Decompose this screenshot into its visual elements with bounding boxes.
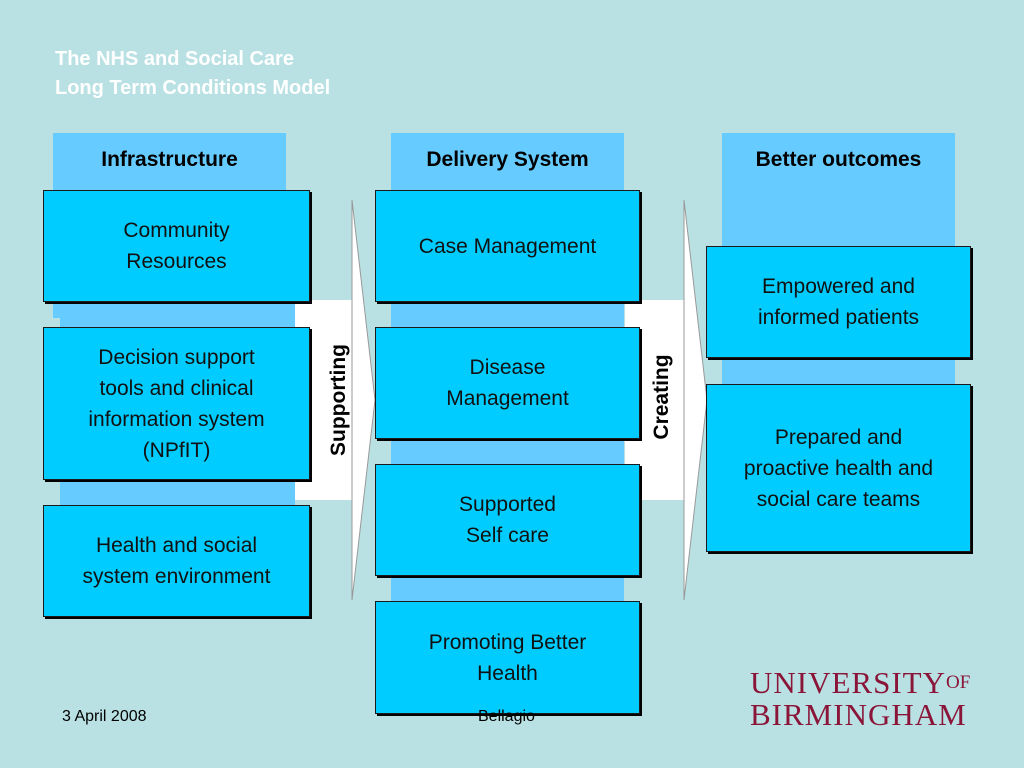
prepared-teams-box: Prepared and proactive health and social…	[706, 384, 971, 552]
slide-title: The NHS and Social Care Long Term Condit…	[55, 45, 330, 103]
promoting-better-health-box: Promoting Better Health	[375, 601, 640, 714]
university-logo: UNIVERSITYOF BIRMINGHAM	[750, 665, 971, 732]
outcomes-heading: Better outcomes	[755, 148, 922, 171]
creating-arrow-shape	[683, 199, 708, 601]
prepared-teams-text: Prepared and proactive health and social…	[743, 425, 934, 511]
creating-arrow	[683, 199, 708, 601]
empowered-patients-box: Empowered and informed patients	[706, 246, 971, 358]
infrastructure-heading: Infrastructure	[101, 148, 238, 171]
health-social-environment-text: Health and social system environment	[82, 534, 271, 588]
case-management-text: Case Management	[418, 234, 597, 258]
health-social-environment-box: Health and social system environment	[43, 505, 310, 617]
supporting-arrow	[351, 199, 376, 601]
disease-management-box: Disease Management	[375, 327, 640, 439]
case-management-box: Case Management	[375, 190, 640, 302]
logo-of: OF	[946, 672, 971, 693]
supporting-arrow-shape	[351, 199, 376, 601]
delivery-heading: Delivery System	[426, 148, 589, 171]
title-line-2: Long Term Conditions Model	[55, 77, 331, 99]
logo-birmingham: BIRMINGHAM	[750, 697, 967, 732]
supported-self-care-box: Supported Self care	[375, 464, 640, 576]
community-resources-text: Community Resources	[123, 219, 230, 273]
footer-place: Bellagio	[478, 708, 535, 725]
supported-self-care-text: Supported Self care	[459, 493, 556, 547]
logo-university: UNIVERSITY	[750, 665, 946, 700]
empowered-patients-text: Empowered and informed patients	[757, 275, 920, 329]
creating-label: Creating	[650, 354, 673, 440]
disease-management-text: Disease Management	[446, 356, 569, 410]
decision-support-box: Decision support tools and clinical info…	[43, 327, 310, 480]
decision-support-text: Decision support tools and clinical info…	[88, 345, 265, 462]
footer-date: 3 April 2008	[62, 708, 147, 725]
community-resources-box: Community Resources	[43, 190, 310, 302]
title-line-1: The NHS and Social Care	[55, 48, 294, 70]
promoting-better-health-text: Promoting Better Health	[428, 630, 587, 685]
supporting-label: Supporting	[327, 344, 350, 456]
